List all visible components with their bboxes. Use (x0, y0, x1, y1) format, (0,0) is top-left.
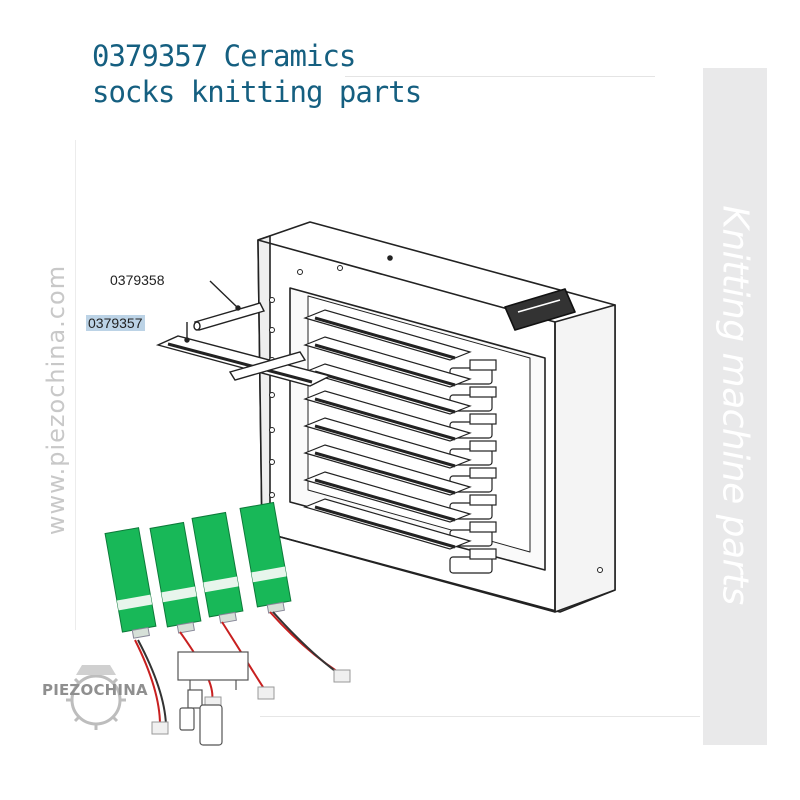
ceramic-element-row (303, 471, 497, 547)
ceramic-element-stack (303, 309, 497, 574)
exploded-ceramic-0379357 (155, 322, 332, 387)
title-line-2: socks knitting parts (92, 75, 422, 109)
housing-block (257, 221, 616, 613)
part-label-ceramic: 0379357 (86, 315, 145, 331)
piezo-board (104, 527, 157, 639)
machine-icon (177, 651, 249, 746)
bottom-rule (260, 716, 700, 717)
piezo-board (239, 501, 292, 614)
wire-connectors (151, 669, 351, 735)
ceramic-element-row (303, 390, 497, 466)
side-band (703, 68, 767, 745)
exploded-pin-0379358 (193, 280, 266, 331)
ceramic-element-row (303, 498, 497, 574)
title-rule (345, 76, 655, 77)
part-label-pin: 0379358 (110, 272, 165, 288)
logo-wordmark: PIEZOCHINA (42, 681, 148, 699)
green-piezo-boards (104, 501, 351, 735)
piezo-board (191, 511, 244, 624)
ceramic-element-row (303, 363, 497, 439)
piezo-board (149, 521, 202, 634)
left-rule (75, 140, 76, 630)
piezochina-logo-gear-icon (66, 665, 126, 730)
ceramic-element-row (303, 336, 497, 412)
title-line-1: 0379357 Ceramics (92, 39, 356, 73)
page-title: 0379357 Ceramics socks knitting parts (92, 38, 422, 110)
